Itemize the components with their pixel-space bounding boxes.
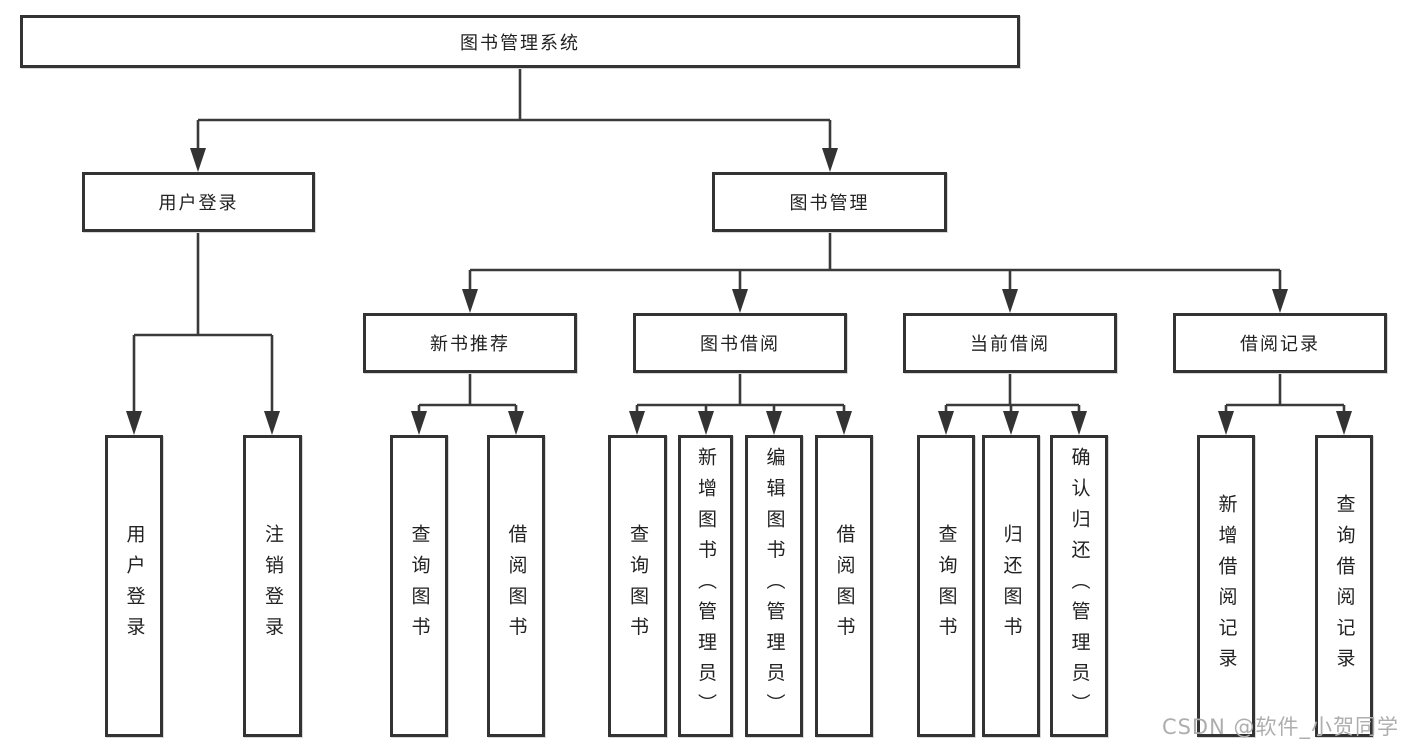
arrowhead-icon — [732, 289, 748, 313]
node-leaf-borrow-books-recommend: 借阅图书 — [487, 435, 545, 737]
node-current-borrowing: 当前借阅 — [903, 313, 1117, 373]
arrowhead-icon — [938, 411, 954, 435]
arrowhead-icon — [508, 411, 524, 435]
arrowhead-icon — [1218, 411, 1234, 435]
watermark-text: CSDN @软件_小贺同学 — [1161, 715, 1399, 739]
node-leaf-add-books-admin: 新增图书（管理员） — [678, 435, 733, 737]
node-root: 图书管理系统 — [20, 15, 1020, 68]
node-book-borrowing: 图书借阅 — [633, 313, 847, 373]
arrowhead-icon — [822, 148, 838, 172]
connector-book-management-to-level3 — [468, 232, 1282, 293]
node-leaf-edit-books-admin: 编辑图书（管理员） — [745, 435, 803, 737]
node-leaf-query-books-recommend: 查询图书 — [390, 435, 448, 737]
connector-new-book-recommendation-to-leaves — [417, 373, 518, 415]
node-borrowing-records: 借阅记录 — [1173, 313, 1387, 373]
node-book-management: 图书管理 — [712, 172, 947, 232]
arrowhead-icon — [836, 411, 852, 435]
node-leaf-borrow-books: 借阅图书 — [815, 435, 873, 737]
node-leaf-query-books-current: 查询图书 — [917, 435, 975, 737]
node-leaf-confirm-return-admin: 确认归还（管理员） — [1050, 435, 1108, 737]
node-leaf-query-books-borrow: 查询图书 — [608, 435, 667, 737]
arrowhead-icon — [1336, 411, 1352, 435]
connector-borrowing-records-to-leaves — [1224, 373, 1346, 415]
arrowhead-icon — [698, 411, 714, 435]
arrowhead-icon — [462, 289, 478, 313]
node-leaf-return-books: 归还图书 — [982, 435, 1040, 737]
arrowhead-icon — [1002, 289, 1018, 313]
node-user-login: 用户登录 — [82, 172, 315, 232]
connector-current-borrowing-to-leaves — [944, 373, 1081, 415]
node-new-book-recommendation: 新书推荐 — [363, 313, 577, 373]
arrowhead-icon — [766, 411, 782, 435]
arrowhead-icon — [411, 411, 427, 435]
node-leaf-query-borrow-record: 查询借阅记录 — [1315, 435, 1373, 737]
node-leaf-add-borrow-record: 新增借阅记录 — [1197, 435, 1255, 737]
connector-book-borrowing-to-leaves — [635, 373, 846, 415]
arrowhead-icon — [1071, 411, 1087, 435]
arrowhead-icon — [190, 148, 206, 172]
arrowhead-icon — [126, 411, 142, 435]
node-leaf-logout: 注销登录 — [243, 435, 302, 737]
node-leaf-user-login: 用户登录 — [105, 435, 163, 737]
connector-user-login-to-leaves — [132, 232, 274, 415]
arrowhead-icon — [1003, 411, 1019, 435]
arrowhead-icon — [264, 411, 280, 435]
arrowhead-icon — [629, 411, 645, 435]
arrowhead-icon — [1272, 289, 1288, 313]
connector-root-to-level2 — [196, 68, 832, 152]
